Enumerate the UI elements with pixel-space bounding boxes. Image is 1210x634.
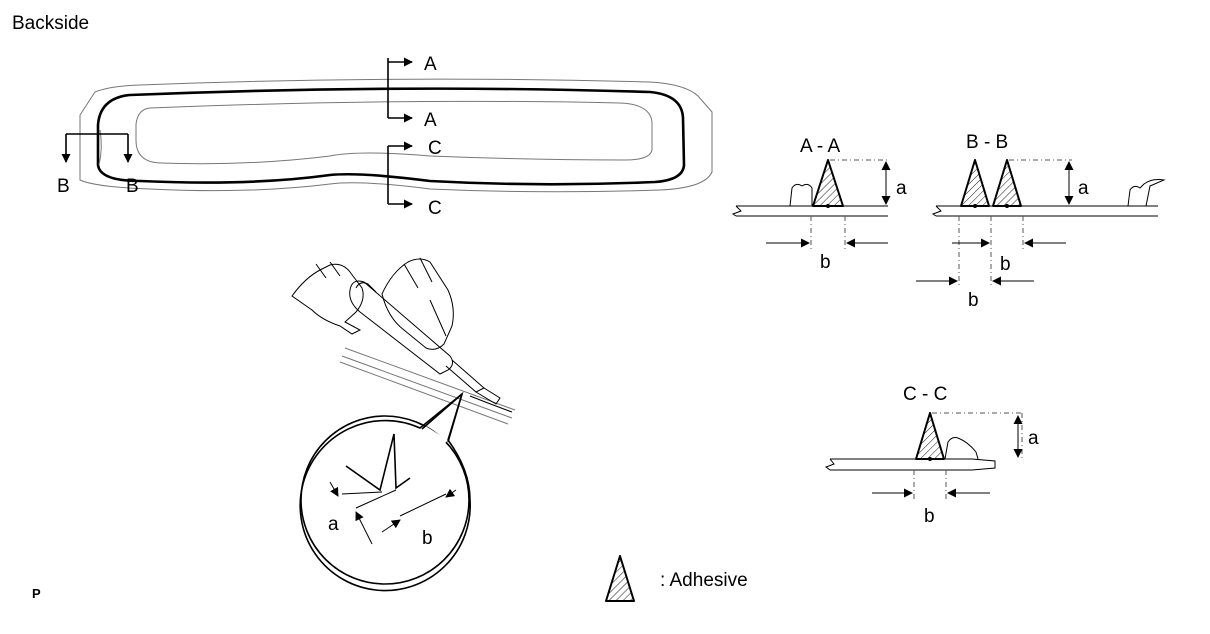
diagram-title: Backside bbox=[12, 13, 89, 34]
section-cc-detail: C - C a b bbox=[824, 384, 1039, 527]
section-cc-title: C - C bbox=[903, 384, 947, 405]
adhesive-legend-label: : Adhesive bbox=[660, 570, 748, 591]
section-bb-dim-a: a bbox=[1078, 178, 1089, 199]
section-a-top-label: A bbox=[424, 54, 437, 75]
section-bb-title: B - B bbox=[966, 132, 1008, 153]
footer-mark: P bbox=[32, 586, 41, 601]
section-a-bottom-label: A bbox=[424, 110, 437, 131]
adhesive-symbol bbox=[605, 555, 635, 602]
section-bb-detail: B - B a b b bbox=[916, 132, 1166, 311]
bead-magnified-view: a b bbox=[299, 391, 471, 592]
section-c-top-label: C bbox=[428, 138, 442, 159]
section-cc-dim-b: b bbox=[924, 506, 935, 527]
section-b-right-label: B bbox=[126, 176, 139, 197]
section-cc-dim-a: a bbox=[1028, 428, 1039, 449]
magnified-dim-a: a bbox=[328, 514, 339, 535]
section-aa-dim-b: b bbox=[820, 252, 831, 273]
section-c-cut: C C bbox=[387, 138, 442, 219]
adhesive-legend: : Adhesive bbox=[605, 555, 748, 602]
section-b-left-label: B bbox=[57, 176, 70, 197]
windshield-outline bbox=[79, 78, 713, 193]
section-aa-title: A - A bbox=[800, 136, 840, 157]
section-b-cut: B B bbox=[57, 133, 139, 197]
section-aa-detail: A - A a b bbox=[731, 136, 907, 273]
magnified-dim-b: b bbox=[422, 528, 433, 549]
section-aa-dim-a: a bbox=[896, 178, 907, 199]
section-bb-dim-b-outer: b bbox=[968, 290, 979, 311]
section-a-cut: A A bbox=[387, 54, 437, 131]
section-bb-dim-b-inner: b bbox=[1000, 254, 1011, 275]
section-c-bottom-label: C bbox=[428, 198, 442, 219]
adhesive-gun-illustration bbox=[291, 257, 516, 425]
